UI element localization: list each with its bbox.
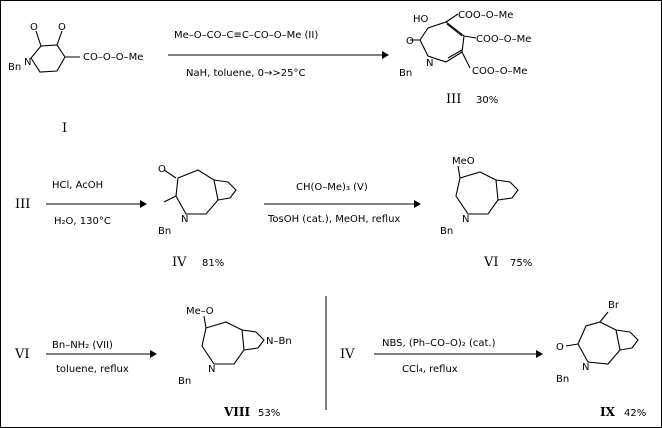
compound-IX-nitrogen: N [582,362,589,373]
compound-III: HO O N Bn COO–O–Me COO–O–Me COO–O–Me III… [399,10,531,107]
compound-VIII-nitrogen: N [208,364,215,375]
reaction-2: III HCl, AcOH H₂O, 130°C [15,180,147,227]
reaction-2-arrowhead [140,200,147,208]
reaction-4-reagent: Bn–NH₂ (VII) [52,340,113,351]
compound-IX: Br O N Bn IX 42% [556,300,646,419]
reaction-1: Me–O–CO–C≡C–CO–O–Me (II) NaH, toluene, 0… [168,30,389,79]
compound-I-oxo-2: O [58,22,66,33]
compound-III-yield: 30% [476,95,498,106]
compound-VIII-imide-nbn: N–Bn [266,336,292,347]
compound-I-nitrogen: N [24,57,31,68]
compound-VI-nitrogen: N [462,214,469,225]
reaction-3: CH(O–Me)₃ (V) TosOH (cat.), MeOH, reflux [264,182,421,225]
compound-III-bn: Bn [399,68,412,79]
reaction-1-arrowhead [382,51,389,59]
compound-III-ester-3: COO–O–Me [472,66,527,77]
compound-III-hydroxy: HO [413,14,429,25]
reaction-5-conditions: CCl₄, reflux [402,364,458,375]
reaction-2-reagent: HCl, AcOH [52,180,103,191]
compound-VIII-bn: Bn [178,376,191,387]
compound-III-ester-2: COO–O–Me [476,34,531,45]
compound-I-ester: CO–O–O–Me [83,52,143,63]
compound-VIII-methoxy: Me–O [186,306,214,317]
reaction-3-arrowhead [414,200,421,208]
compound-IX-label: IX [600,405,616,419]
reaction-3-conditions: TosOH (cat.), MeOH, reflux [267,214,400,225]
compound-IV-label: IV [172,255,187,270]
reaction-2-start: III [15,197,30,212]
compound-VI: MeO N Bn VI 75% [440,156,532,270]
compound-VI-label: VI [483,255,499,270]
compound-VI-methoxy: MeO [452,156,475,167]
compound-IX-oxo: O [556,342,564,353]
compound-I-oxo-1: O [30,22,38,33]
compound-IX-bn: Bn [556,374,569,385]
reaction-4-conditions: toluene, reflux [56,364,129,375]
compound-III-nitrogen: N [426,58,433,69]
reaction-5: IV NBS, (Ph–CO–O)₂ (cat.) CCl₄, reflux [340,338,543,375]
reaction-4-arrowhead [150,350,157,358]
compound-IV-bn: Bn [158,226,171,237]
compound-IX-bromo: Br [608,300,620,311]
compound-IV-oxo: O [158,164,166,175]
compound-VIII-label: VIII [223,405,251,419]
reaction-4-start: VI [14,347,30,362]
reaction-5-start: IV [340,347,355,362]
compound-VI-yield: 75% [510,258,532,269]
compound-III-oxo: O [406,36,414,47]
compound-VIII-yield: 53% [258,408,280,419]
compound-III-ester-1: COO–O–Me [458,10,513,21]
reaction-5-reagent: NBS, (Ph–CO–O)₂ (cat.) [382,338,496,349]
reaction-4: VI Bn–NH₂ (VII) toluene, reflux [14,340,157,375]
reaction-5-arrowhead [536,350,543,358]
compound-IV-yield: 81% [202,258,224,269]
reaction-1-conditions: NaH, toluene, 0→>25°C [186,68,305,79]
reaction-1-reagent: Me–O–CO–C≡C–CO–O–Me (II) [174,30,318,41]
compound-IV-nitrogen: N [181,214,188,225]
reaction-3-reagent: CH(O–Me)₃ (V) [296,182,368,193]
compound-IV: O N Bn IV 81% [158,164,237,270]
compound-IX-yield: 42% [624,408,646,419]
compound-III-label: III [446,92,461,107]
compound-VI-bn: Bn [440,226,453,237]
compound-VIII: Me–O N Bn N–Bn VIII 53% [178,306,292,419]
compound-I: O O N Bn CO–O–O–Me I [8,22,143,136]
compound-I-bn: Bn [8,62,21,73]
reaction-2-conditions: H₂O, 130°C [54,216,111,227]
compound-I-label: I [62,121,67,136]
